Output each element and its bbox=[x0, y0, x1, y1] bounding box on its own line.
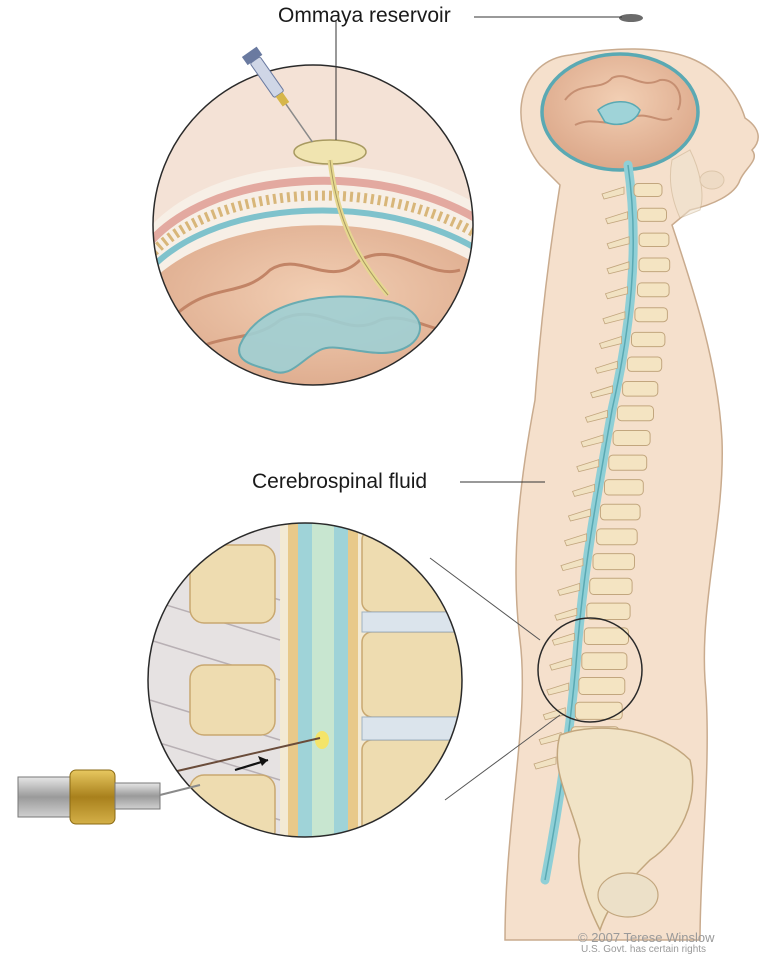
vertebra-body bbox=[597, 529, 638, 545]
ommaya-reservoir-label: Ommaya reservoir bbox=[278, 4, 451, 28]
vertebra-body bbox=[600, 504, 640, 520]
vertebra-body bbox=[587, 603, 630, 619]
vertebra-body bbox=[579, 678, 625, 695]
vertebra-body bbox=[639, 258, 670, 272]
syringe-large bbox=[18, 770, 200, 824]
vertebra-body bbox=[584, 628, 628, 645]
vertebra-body bbox=[575, 702, 622, 719]
cerebrospinal-fluid-label: Cerebrospinal fluid bbox=[252, 470, 427, 494]
brain bbox=[542, 54, 698, 170]
ommaya-reservoir-mark bbox=[619, 14, 643, 22]
copyright-rights: U.S. Govt. has certain rights bbox=[581, 944, 706, 955]
vertebra-body bbox=[593, 554, 635, 570]
vertebra-body bbox=[590, 578, 632, 594]
vertebra-body bbox=[613, 431, 650, 446]
vertebra-body bbox=[634, 184, 662, 197]
vertebra-body bbox=[605, 480, 644, 495]
vertebra-body bbox=[638, 283, 670, 297]
spine-closeup bbox=[140, 520, 472, 850]
vertebra-body bbox=[582, 653, 627, 670]
vertebra-body bbox=[632, 332, 665, 346]
vertebra-body bbox=[638, 208, 667, 221]
vertebra-body bbox=[609, 455, 647, 470]
vertebra-body bbox=[639, 233, 669, 246]
vertebra-body bbox=[627, 357, 661, 371]
vertebra-body bbox=[617, 406, 653, 421]
vertebra-body bbox=[635, 308, 668, 322]
copyright-credit: © 2007 Terese Winslow bbox=[578, 930, 715, 945]
brain-closeup bbox=[140, 60, 500, 400]
vertebra-body bbox=[623, 382, 658, 397]
